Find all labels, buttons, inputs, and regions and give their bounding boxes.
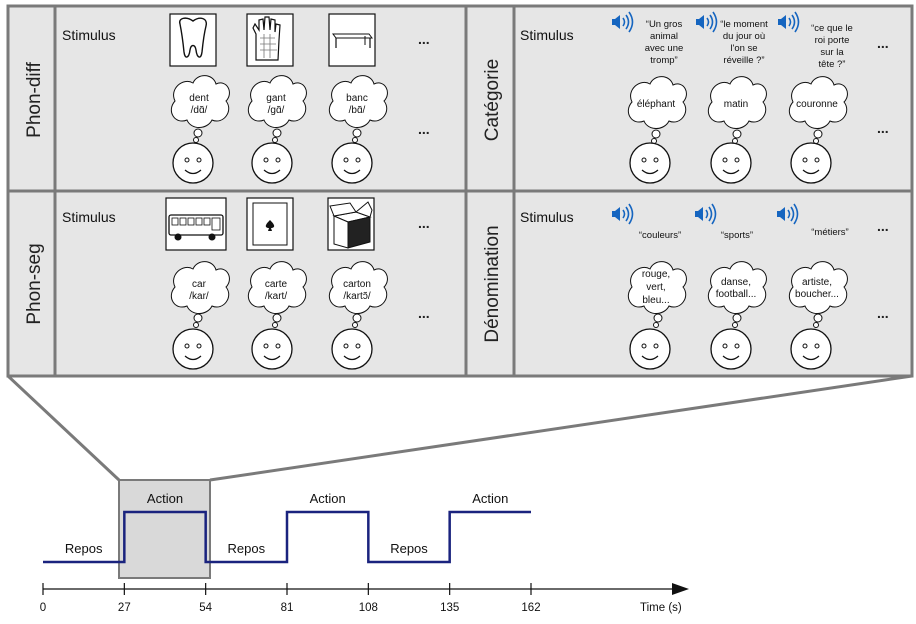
stimulus-column: ... car /kar/ carte /kart/ carton /kartɔ… bbox=[165, 197, 430, 370]
axis-tick-label: 0 bbox=[40, 602, 46, 614]
audio-prompt: animal bbox=[650, 31, 678, 42]
thought-word: banc bbox=[346, 93, 368, 104]
audio-prompt: “couleurs” bbox=[639, 230, 681, 241]
thought-word: car bbox=[192, 279, 207, 290]
axis-tick-label: 135 bbox=[440, 602, 459, 614]
face-icon bbox=[629, 328, 671, 370]
audio-prompt: “le moment bbox=[720, 19, 768, 30]
face-icon bbox=[172, 328, 214, 370]
panel-label-categorie: Catégorie bbox=[482, 59, 503, 141]
rest-label: Repos bbox=[65, 541, 103, 556]
more-indicator: ... bbox=[877, 305, 889, 321]
thought-word: football... bbox=[716, 289, 757, 300]
stimulus-column: “couleurs” “sports” “métiers” ... rouge,… bbox=[611, 203, 889, 370]
thought-word: vert, bbox=[646, 282, 665, 293]
thought-word: danse, bbox=[721, 277, 751, 288]
more-indicator: ... bbox=[418, 31, 430, 47]
axis-arrow-icon bbox=[672, 583, 689, 595]
more-indicator: ... bbox=[877, 120, 889, 136]
axis-tick-label: 54 bbox=[199, 602, 212, 614]
action-label: Action bbox=[310, 491, 346, 506]
stimulus-label: Stimulus bbox=[520, 209, 574, 225]
audio-prompt: “Un gros bbox=[646, 19, 683, 30]
axis-tick-label: 108 bbox=[359, 602, 378, 614]
thought-word: gant bbox=[266, 93, 286, 104]
bus-icon bbox=[168, 214, 224, 241]
thought-phon: /dɑ̃/ bbox=[191, 105, 208, 116]
face-icon bbox=[172, 142, 214, 184]
face-icon bbox=[629, 142, 671, 184]
panel-label-denomination: Dénomination bbox=[482, 225, 503, 342]
thought-word: boucher... bbox=[795, 289, 839, 300]
thought-phon: /bɑ̃/ bbox=[349, 105, 366, 116]
panel-label-phon-seg: Phon-seg bbox=[24, 243, 45, 324]
thought-phon: /kar/ bbox=[189, 291, 209, 302]
glove-icon bbox=[252, 16, 281, 61]
thought-word: dent bbox=[189, 93, 209, 104]
more-indicator: ... bbox=[418, 305, 430, 321]
audio-prompt: l'on se bbox=[730, 43, 757, 54]
audio-prompt: “métiers” bbox=[811, 227, 848, 238]
face-icon bbox=[710, 328, 752, 370]
rest-label: Repos bbox=[228, 541, 266, 556]
thought-phon: /kart/ bbox=[265, 291, 287, 302]
thought-word: carte bbox=[265, 279, 288, 290]
stimulus-label: Stimulus bbox=[520, 27, 574, 43]
thought-word: carton bbox=[343, 279, 371, 290]
card-icon bbox=[252, 202, 288, 246]
time-axis-label: Time (s) bbox=[640, 602, 682, 614]
axis-tick-label: 81 bbox=[281, 602, 294, 614]
more-indicator: ... bbox=[418, 215, 430, 231]
block-design-signal bbox=[43, 510, 531, 564]
bench-icon bbox=[332, 33, 373, 48]
action-label: Action bbox=[147, 491, 183, 506]
audio-prompt: roi porte bbox=[815, 35, 850, 46]
thought-word: matin bbox=[724, 99, 748, 110]
audio-prompt: réveille ?” bbox=[723, 55, 764, 66]
face-icon bbox=[251, 142, 293, 184]
face-icon bbox=[710, 142, 752, 184]
rest-label: Repos bbox=[390, 541, 428, 556]
axis-tick-label: 27 bbox=[118, 602, 131, 614]
audio-prompt: “sports” bbox=[721, 230, 753, 241]
panel-grid bbox=[6, 4, 914, 378]
stimulus-column: ... dent /dɑ̃/ gant /gɑ̃/ banc /bɑ̃/ ... bbox=[169, 13, 430, 184]
action-label: Action bbox=[472, 491, 508, 506]
thought-word: couronne bbox=[796, 99, 838, 110]
audio-prompt: tête ?” bbox=[819, 59, 846, 70]
zoom-connector bbox=[6, 374, 913, 482]
face-icon bbox=[331, 142, 373, 184]
face-icon bbox=[790, 328, 832, 370]
audio-prompt: avec une bbox=[645, 43, 684, 54]
axis-tick-label: 162 bbox=[521, 602, 540, 614]
thought-word: artiste, bbox=[802, 277, 832, 288]
face-icon bbox=[331, 328, 373, 370]
more-indicator: ... bbox=[418, 121, 430, 137]
more-indicator: ... bbox=[877, 35, 889, 51]
audio-prompt: sur la bbox=[820, 47, 844, 58]
stimulus-column: “Un gros animal avec une tromp” “le mome… bbox=[611, 11, 889, 184]
thought-word: bleu... bbox=[642, 295, 669, 306]
audio-prompt: “ce que le bbox=[811, 23, 853, 34]
highlight-block bbox=[118, 479, 211, 579]
face-icon bbox=[251, 328, 293, 370]
face-icon bbox=[790, 142, 832, 184]
stimulus-label: Stimulus bbox=[62, 209, 116, 225]
thought-phon: /gɑ̃/ bbox=[268, 105, 285, 116]
panel-label-phon-diff: Phon-diff bbox=[24, 61, 45, 137]
audio-prompt: du jour où bbox=[723, 31, 765, 42]
thought-word: éléphant bbox=[637, 99, 676, 110]
box-icon bbox=[329, 201, 373, 249]
tooth-icon bbox=[179, 17, 207, 58]
thought-word: rouge, bbox=[642, 269, 670, 280]
more-indicator: ... bbox=[877, 218, 889, 234]
audio-prompt: tromp” bbox=[650, 55, 677, 66]
stimulus-label: Stimulus bbox=[62, 27, 116, 43]
thought-phon: /kartɔ̃/ bbox=[343, 291, 370, 302]
